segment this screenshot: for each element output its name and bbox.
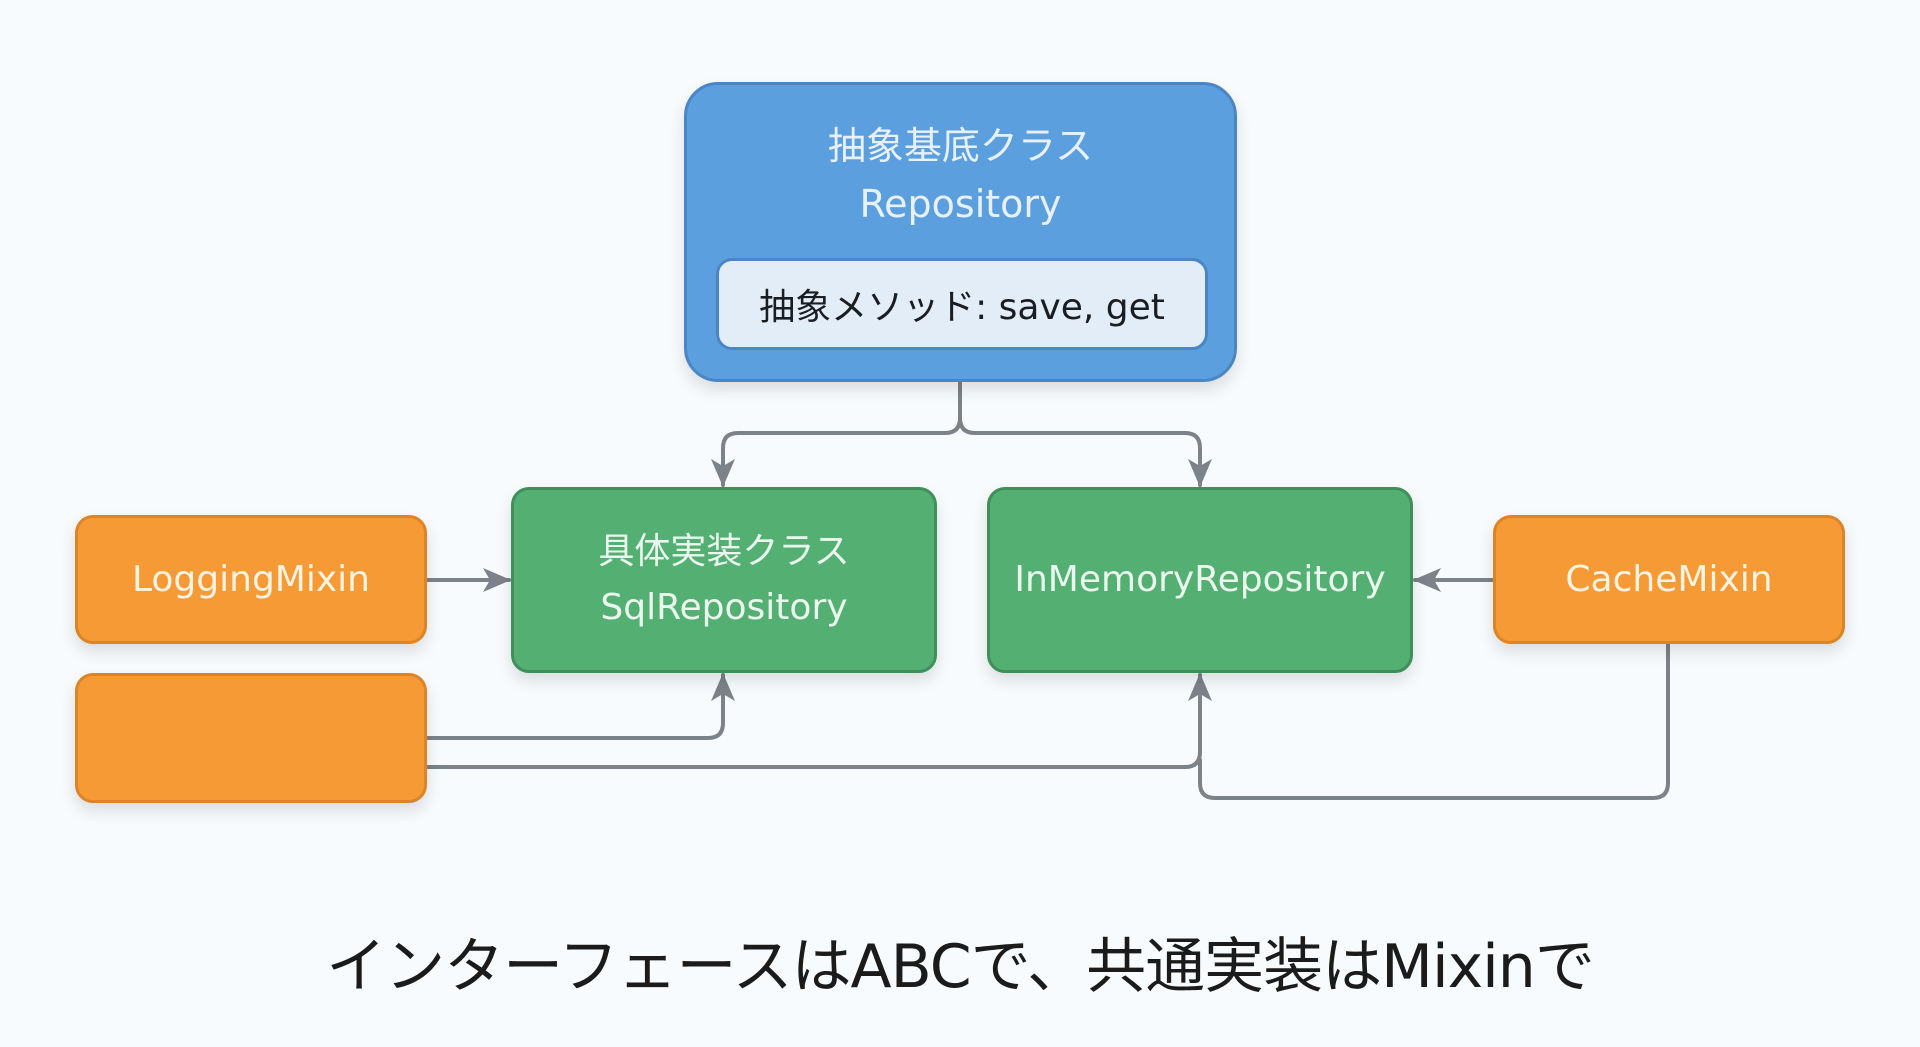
mixin-name: CacheMixin bbox=[1565, 559, 1773, 600]
abstract-class-name: Repository bbox=[859, 182, 1062, 226]
concrete-class-name: SqlRepository bbox=[600, 587, 848, 628]
concrete-class-kind-label: 具体実装クラス bbox=[598, 531, 850, 572]
concrete-class-name: InMemoryRepository bbox=[1014, 559, 1386, 600]
edge-repository-to-inmemory bbox=[958, 416, 1212, 487]
edge-cache-below-to-inmemory bbox=[1198, 643, 1670, 800]
mixin-name: LoggingMixin bbox=[131, 559, 370, 600]
abstract-methods-label: 抽象メソッド: save, get bbox=[759, 287, 1165, 328]
abstract-class-repository[interactable]: 抽象基底クラス Repository 抽象メソッド: save, get bbox=[684, 82, 1237, 382]
concrete-class-inmemoryrepository[interactable]: InMemoryRepository bbox=[987, 487, 1413, 673]
abstract-methods-box[interactable]: 抽象メソッド: save, get bbox=[716, 258, 1208, 350]
diagram-caption: インターフェースはABCで、共通実装はMixinで bbox=[326, 932, 1595, 1002]
mixin-loggingmixin[interactable]: LoggingMixin bbox=[75, 515, 427, 644]
concrete-class-sqlrepository[interactable]: 具体実装クラス SqlRepository bbox=[511, 487, 937, 673]
edge-repository-to-sql bbox=[711, 381, 962, 487]
mixin-unlabeled[interactable] bbox=[75, 673, 427, 803]
mixin-cachemixin[interactable]: CacheMixin bbox=[1493, 515, 1845, 644]
abstract-class-kind-label: 抽象基底クラス bbox=[827, 124, 1094, 168]
edge-unlabeled-mixin-to-inmemory bbox=[426, 673, 1212, 769]
edge-unlabeled-mixin-to-sql bbox=[426, 673, 735, 740]
